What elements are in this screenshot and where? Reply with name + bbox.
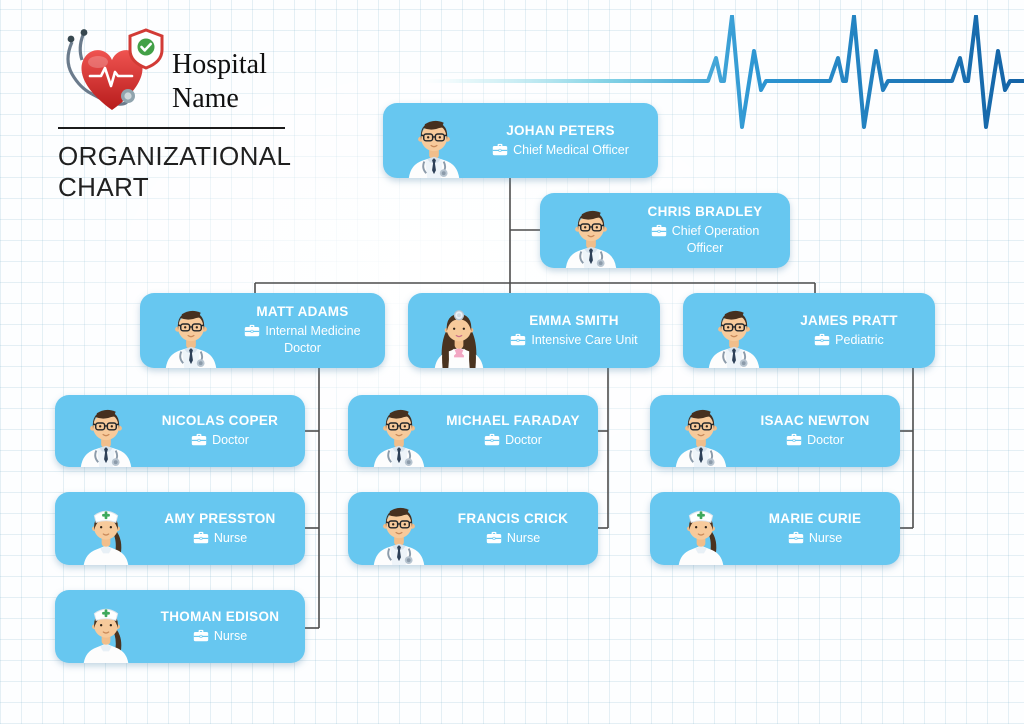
person-name: ISAAC NEWTON	[760, 413, 870, 429]
briefcase-icon	[484, 433, 500, 446]
org-card-doctor-michael[interactable]: MICHAEL FARADAY Doctor	[348, 395, 598, 467]
person-title: Chief Medical Officer	[475, 142, 646, 159]
org-card-doctor-nicolas[interactable]: NICOLAS COPER Doctor	[55, 395, 305, 467]
male-doctor-avatar-icon	[358, 503, 440, 565]
card-info: JOHAN PETERS Chief Medical Officer	[475, 117, 658, 165]
org-card-pediatric[interactable]: JAMES PRATT Pediatric	[683, 293, 935, 368]
person-name: EMMA SMITH	[529, 312, 619, 328]
person-title: Doctor	[742, 432, 888, 449]
male-doctor-avatar-icon	[65, 405, 147, 467]
hospital-name: Hospital Name	[172, 48, 267, 116]
person-name: MATT ADAMS	[256, 304, 349, 320]
card-info: MICHAEL FARADAY Doctor	[440, 407, 598, 455]
org-card-chief-operation-officer[interactable]: CHRIS BRADLEY Chief Operation Officer	[540, 193, 790, 268]
card-info: JAMES PRATT Pediatric	[775, 307, 935, 355]
nurse-avatar-icon	[660, 503, 742, 565]
hospital-logo-heart-icon	[66, 28, 164, 110]
person-name: JAMES PRATT	[800, 312, 898, 328]
person-title-text: Doctor	[505, 433, 542, 448]
male-doctor-avatar-icon	[393, 116, 475, 178]
briefcase-icon	[786, 433, 802, 446]
card-info: MATT ADAMS Internal Medicine Doctor	[232, 298, 385, 363]
org-card-nurse-francis[interactable]: FRANCIS CRICK Nurse	[348, 492, 598, 565]
briefcase-icon	[510, 333, 526, 346]
person-title-text: Pediatric	[835, 332, 884, 347]
card-info: ISAAC NEWTON Doctor	[742, 407, 900, 455]
person-name: JOHAN PETERS	[506, 122, 615, 138]
hospital-name-line1: Hospital	[172, 49, 267, 80]
person-title: Chief Operation Officer	[632, 223, 778, 257]
person-title: Nurse	[440, 530, 586, 547]
card-info: THOMAN EDISON Nurse	[147, 603, 305, 651]
org-card-nurse-thoman[interactable]: THOMAN EDISON Nurse	[55, 590, 305, 663]
org-card-nurse-amy[interactable]: AMY PRESSTON Nurse	[55, 492, 305, 565]
person-title-text: Nurse	[506, 530, 541, 545]
person-title-text: Chief Operation Officer	[671, 224, 760, 255]
briefcase-icon	[193, 531, 209, 544]
person-title-text: Chief Medical Officer	[513, 142, 629, 157]
male-doctor-avatar-icon	[660, 405, 742, 467]
person-name: THOMAN EDISON	[160, 608, 280, 624]
person-title-text: Doctor	[212, 433, 249, 448]
org-card-nurse-marie[interactable]: MARIE CURIE Nurse	[650, 492, 900, 565]
person-title: Intensive Care Unit	[500, 332, 648, 349]
org-card-chief-medical-officer[interactable]: JOHAN PETERS Chief Medical Officer	[383, 103, 658, 178]
nurse-avatar-icon	[65, 503, 147, 565]
person-title: Doctor	[147, 432, 293, 449]
person-title-text: Doctor	[807, 433, 844, 448]
briefcase-icon	[486, 531, 502, 544]
briefcase-icon	[191, 433, 207, 446]
person-title: Nurse	[147, 530, 293, 547]
person-name: MICHAEL FARADAY	[446, 413, 580, 429]
person-title: Doctor	[440, 432, 586, 449]
person-title-text: Intensive Care Unit	[531, 332, 638, 347]
briefcase-icon	[193, 629, 209, 642]
briefcase-icon	[492, 143, 508, 156]
male-doctor-avatar-icon	[150, 306, 232, 368]
hospital-name-line2: Name	[172, 83, 239, 115]
page-title-line2: CHART	[58, 172, 150, 203]
briefcase-icon	[814, 333, 830, 346]
org-card-doctor-isaac[interactable]: ISAAC NEWTON Doctor	[650, 395, 900, 467]
briefcase-icon	[244, 324, 260, 337]
person-title-text: Nurse	[213, 530, 248, 545]
briefcase-icon	[651, 224, 667, 237]
person-name: CHRIS BRADLEY	[647, 204, 763, 220]
nurse-avatar-icon	[65, 601, 147, 663]
card-info: NICOLAS COPER Doctor	[147, 407, 305, 455]
person-title: Nurse	[147, 628, 293, 645]
person-title: Nurse	[742, 530, 888, 547]
briefcase-icon	[788, 531, 804, 544]
male-doctor-avatar-icon	[358, 405, 440, 467]
male-doctor-avatar-icon	[693, 306, 775, 368]
person-title-text: Nurse	[808, 530, 843, 545]
person-title-text: Nurse	[213, 628, 248, 643]
page-title-line1: ORGANIZATIONAL	[58, 141, 292, 171]
card-info: CHRIS BRADLEY Chief Operation Officer	[632, 198, 790, 263]
person-name: MARIE CURIE	[768, 510, 862, 526]
card-info: FRANCIS CRICK Nurse	[440, 505, 598, 553]
page-title: ORGANIZATIONAL CHART	[58, 141, 291, 203]
card-info: EMMA SMITH Intensive Care Unit	[500, 307, 660, 355]
card-info: AMY PRESSTON Nurse	[147, 505, 305, 553]
org-card-internal-medicine[interactable]: MATT ADAMS Internal Medicine Doctor	[140, 293, 385, 368]
header-divider	[58, 127, 285, 129]
person-name: NICOLAS COPER	[161, 413, 279, 429]
person-name: AMY PRESSTON	[164, 510, 276, 526]
ekg-heartbeat-line	[420, 15, 1024, 129]
male-doctor-avatar-icon	[550, 206, 632, 268]
card-info: MARIE CURIE Nurse	[742, 505, 900, 553]
person-name: FRANCIS CRICK	[457, 510, 569, 526]
person-title-text: Internal Medicine Doctor	[265, 324, 361, 355]
female-doctor-avatar-icon	[418, 306, 500, 368]
person-title: Internal Medicine Doctor	[232, 323, 373, 357]
person-title: Pediatric	[775, 332, 923, 349]
org-card-intensive-care[interactable]: EMMA SMITH Intensive Care Unit	[408, 293, 660, 368]
